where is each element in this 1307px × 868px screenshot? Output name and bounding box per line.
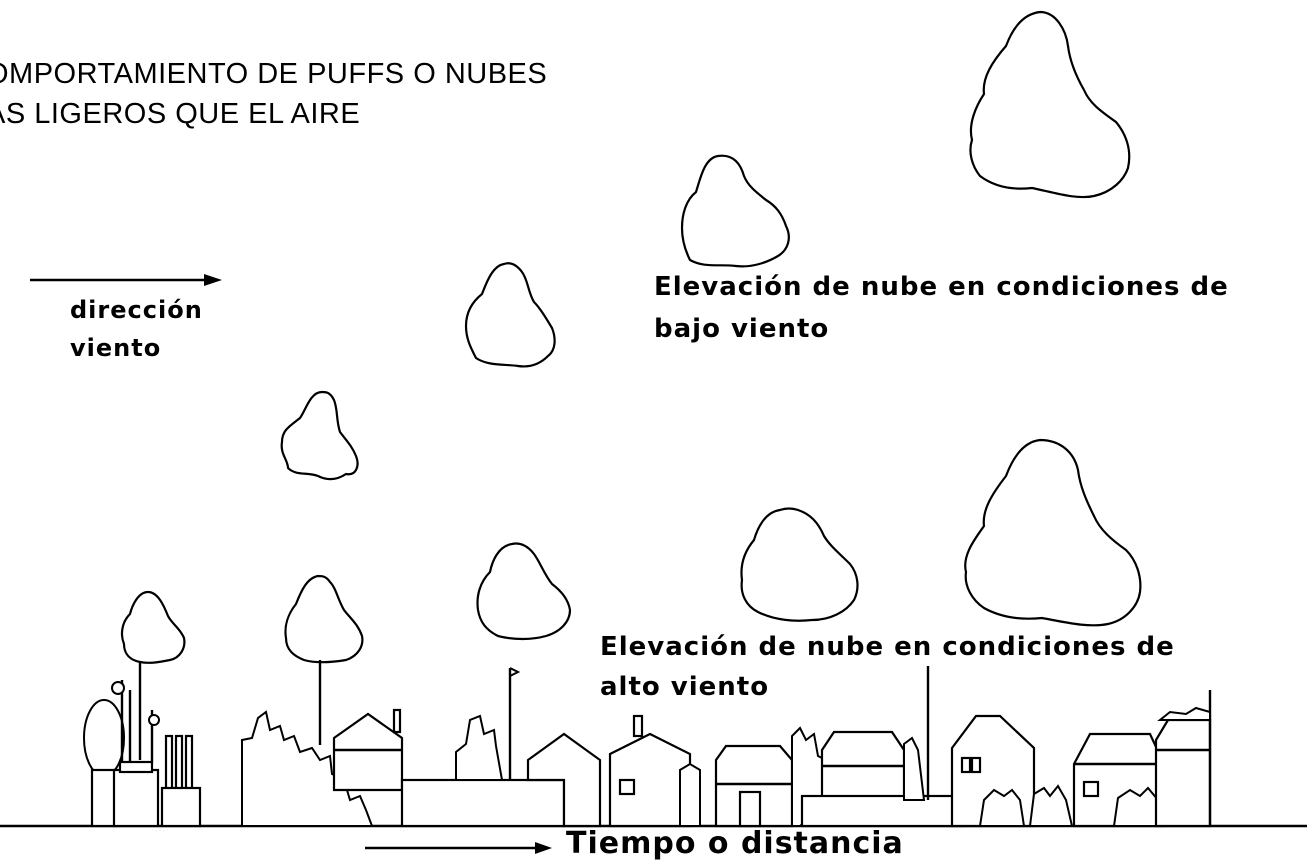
cloud-high-wind-2 — [284, 574, 364, 664]
industrial-plant — [83, 680, 202, 828]
cloud-low-wind-4 — [969, 10, 1131, 199]
wind-direction-label: dirección — [70, 296, 203, 324]
wind-label: viento — [70, 334, 162, 362]
cloud-low-wind-2 — [464, 262, 556, 368]
low-wind-cloud-series — [280, 10, 1131, 481]
high-wind-label-line-1: Elevación de nube en condiciones de — [600, 632, 1175, 662]
cloud-low-wind-1 — [280, 390, 359, 481]
diagram-title-line-1: OMPORTAMIENTO DE PUFFS O NUBES — [0, 58, 548, 90]
high-wind-label-line-2: alto viento — [600, 672, 770, 702]
cloud-high-wind-3 — [476, 542, 572, 641]
cloud-high-wind-4 — [740, 507, 859, 622]
town-skyline — [241, 666, 1212, 828]
time-distance-label: Tiempo o distancia — [566, 826, 904, 861]
cloud-high-wind-1 — [120, 590, 186, 664]
cloud-low-wind-3 — [680, 154, 790, 268]
diagram-title-line-2: AS LIGEROS QUE EL AIRE — [0, 98, 361, 130]
time-distance-arrow — [365, 842, 552, 854]
low-wind-label-line-2: bajo viento — [654, 314, 830, 344]
high-wind-cloud-series — [120, 438, 1142, 664]
low-wind-label-line-1: Elevación de nube en condiciones de — [654, 272, 1229, 302]
cloud-high-wind-5 — [964, 438, 1142, 627]
wind-direction-arrow — [30, 274, 222, 286]
